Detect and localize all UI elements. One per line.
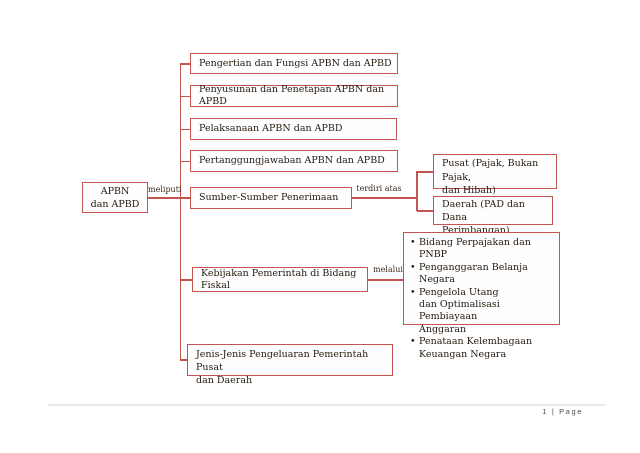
topic-box-penyusunan: Penyusunan dan Penetapan APBN dan APBD [190,84,398,107]
list-item-label: Pengelola Utang dan Optimalisasi Pembiay… [419,286,500,335]
list-item: • Bidang Perpajakan dan PNBP [410,237,555,262]
topic-box-pengertian: Pengertian dan Fungsi APBN dan APBD [190,53,398,74]
list-item: • Pengelola Utang dan Optimalisasi Pembi… [410,287,555,337]
connector-topic-6 [180,279,192,281]
connector-topic-7 [180,359,188,361]
connector-to-pusat [417,171,433,173]
topic-box-pertanggungjawaban: Pertanggungjawaban APBN dan APBD [190,150,398,172]
bullet-icon: • [410,261,416,273]
edge-label-melalui: melalui [373,265,403,274]
list-item-label: Penganggaran Belanja Negara [419,261,528,286]
child-box-daerah: Daerah (PAD dan Dana Perimbangan) [433,196,553,236]
list-item: • Penataan Kelembagaan Keuangan Negara [410,336,555,361]
topic-box-pelaksanaan: Pelaksanaan APBN dan APBD [190,118,397,140]
list-item-label: Penataan Kelembagaan Keuangan Negara [419,336,533,360]
connector-sumber-branch-vertical [416,171,418,211]
bullet-icon: • [410,286,416,298]
connector-sumber-branch [352,197,417,199]
topic-box-jenis-pengeluaran: Jenis-Jenis Pengeluaran Pemerintah Pusat… [187,344,393,386]
fiskal-bullet-list: • Bidang Perpajakan dan PNBP • Pengangga… [410,237,555,361]
diagram-node-root: APBN dan APBD [82,182,148,213]
edge-label-meliputi: meliputi [148,185,182,194]
list-item-label: Bidang Perpajakan dan PNBP [419,237,531,261]
connector-topic-2 [180,95,190,97]
connector-topic-4 [180,160,190,162]
connector-topic-1 [180,63,190,65]
topic-box-kebijakan-fiskal: Kebijakan Pemerintah di Bidang Fiskal [192,267,368,292]
detail-box-fiskal: • Bidang Perpajakan dan PNBP • Pengangga… [403,232,560,360]
connector-topic-3 [180,128,190,130]
page-number-label: 1 | Page [542,407,583,416]
topic-box-sumber-penerimaan: Sumber-Sumber Penerimaan [190,187,352,209]
list-item: • Penganggaran Belanja Negara [410,262,555,287]
connector-kebijakan-branch [368,279,403,281]
connector-root-to-trunk [147,197,190,199]
connector-to-daerah [417,210,433,212]
edge-label-terdiri-atas: terdiri atas [356,184,402,193]
footer-divider [48,404,605,406]
connector-trunk [179,63,181,360]
bullet-icon: • [410,336,416,348]
child-box-pusat: Pusat (Pajak, Bukan Pajak, dan Hibah) [433,154,557,196]
bullet-icon: • [410,237,416,248]
